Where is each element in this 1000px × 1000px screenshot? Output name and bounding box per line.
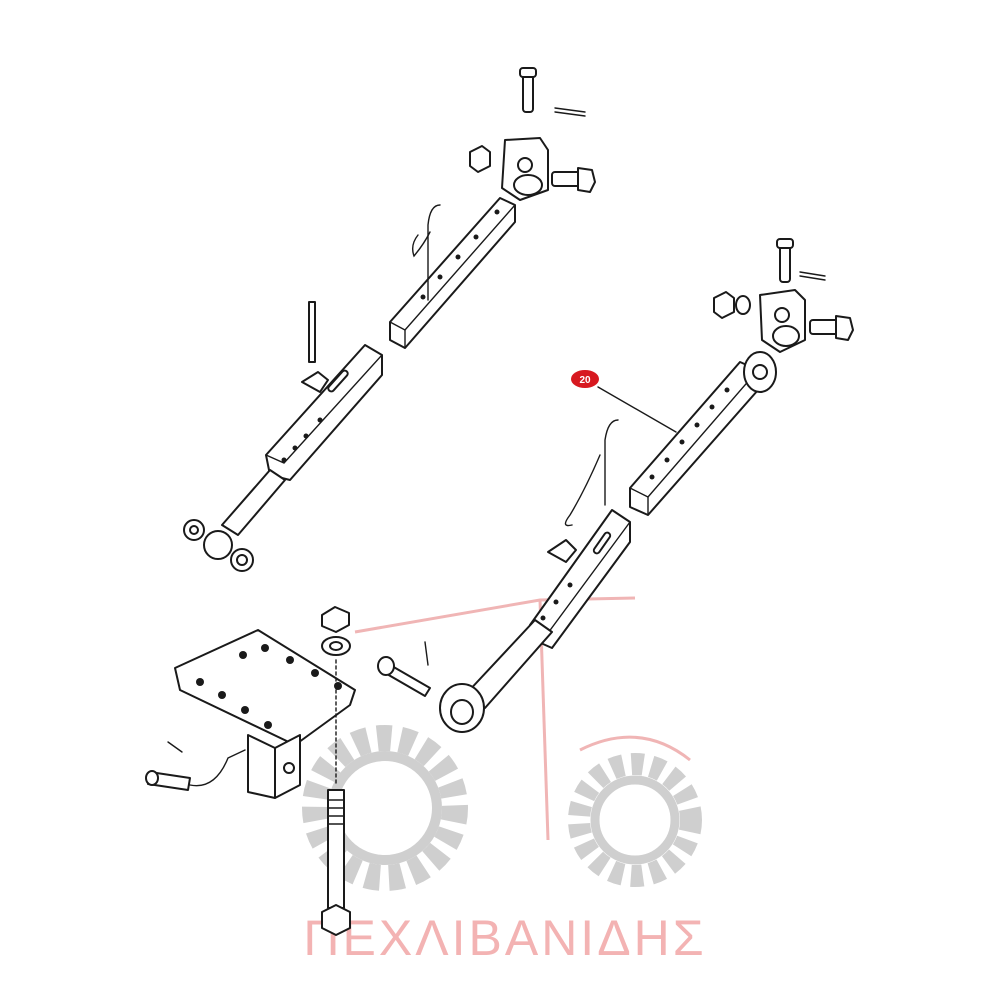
right-ball-end-hole — [450, 699, 474, 725]
plate-hole — [286, 656, 294, 664]
right-ball-joint-hole — [752, 364, 768, 380]
right-pin-chain — [564, 454, 601, 527]
right-bolt-shank — [809, 319, 839, 335]
right-washer — [735, 295, 751, 315]
plate-hole — [241, 706, 249, 714]
right-stabiliser-outer-tube — [629, 351, 777, 516]
mounting-plate-assembly — [145, 629, 356, 799]
tube-hole — [437, 274, 443, 280]
mounting-plate-edge — [179, 689, 296, 746]
top-washer-hole — [329, 641, 343, 651]
watermark-logo: ΠΕΧΛΙΒΑΝΙΔΗΣ — [302, 596, 706, 966]
tube-hole — [303, 433, 309, 439]
pedestal-hole — [283, 762, 295, 774]
watermark-large-wheel-rim — [328, 751, 442, 865]
tube-hole — [664, 457, 670, 463]
upper-inner-shaft — [221, 469, 286, 536]
upper-vertical-roll-pin — [308, 301, 316, 363]
tube-hole — [281, 457, 287, 463]
tube-hole — [709, 404, 715, 410]
tube-hole — [455, 254, 461, 260]
upper-stabiliser-outer-tube — [389, 197, 516, 349]
callout-20[interactable]: 20 — [571, 370, 677, 433]
callout-leader-line — [597, 386, 677, 433]
callout-label: 20 — [579, 375, 591, 386]
tube-hole — [292, 445, 298, 451]
tube-hole — [317, 417, 323, 423]
upper-slot — [327, 369, 349, 393]
right-split-pin — [799, 271, 826, 281]
upper-nut — [469, 145, 491, 173]
plate-hole — [239, 651, 247, 659]
upper-washer-left-hole — [189, 525, 199, 535]
watermark-text: ΠΕΧΛΙΒΑΝΙΔΗΣ — [303, 910, 706, 966]
upper-washer-right-hole — [236, 554, 248, 566]
tube-hole — [473, 234, 479, 240]
upper-pin-chain — [411, 231, 431, 258]
watermark-tractor-fender — [579, 735, 691, 762]
tube-hole — [553, 599, 559, 605]
pedestal-leader-line — [189, 749, 246, 787]
upper-bracket-hole — [517, 157, 533, 173]
plate-hole — [218, 691, 226, 699]
right-vertical-pin-head — [776, 238, 794, 249]
watermark-small-wheel-gear — [568, 753, 702, 887]
upper-bracket-bushing — [513, 174, 543, 196]
right-locking-pin — [604, 419, 619, 506]
callout-marker — [571, 370, 599, 388]
upper-bracket-assembly — [469, 67, 596, 201]
right-stabiliser-inner-arm — [377, 419, 631, 733]
tube-hole — [724, 387, 730, 393]
right-bracket-bushing — [772, 325, 800, 347]
plate-hole — [196, 678, 204, 686]
upper-vertical-pin-head — [519, 67, 537, 78]
right-nut — [713, 291, 735, 319]
tube-hole — [679, 439, 685, 445]
tube-hole — [694, 422, 700, 428]
watermark-large-wheel-gear — [302, 725, 468, 891]
plate-pedestal-front — [247, 734, 276, 799]
plate-hole — [261, 644, 269, 652]
tube-hole — [567, 582, 573, 588]
upper-stabiliser-inner-arm — [183, 301, 383, 572]
right-outer-tube-body — [629, 361, 759, 516]
plate-hole — [334, 682, 342, 690]
upper-split-pin — [554, 107, 586, 117]
watermark-small-wheel-rim — [590, 775, 680, 865]
right-bracket-hole — [774, 307, 790, 323]
tube-hole — [420, 294, 426, 300]
right-lug — [547, 539, 577, 563]
long-bolt-head — [321, 904, 351, 936]
watermark-tractor-roof — [354, 596, 636, 634]
pedestal-pin-head — [145, 770, 159, 786]
upper-bolt-shank — [551, 171, 581, 187]
plate-hole — [264, 721, 272, 729]
tube-hole — [649, 474, 655, 480]
right-mount-bolt-head — [377, 656, 395, 676]
right-bracket-assembly — [713, 238, 854, 353]
pedestal-split-pin — [167, 741, 183, 753]
upper-bolt-head — [577, 167, 596, 193]
top-nut — [321, 606, 350, 633]
tube-hole — [540, 615, 546, 621]
right-bolt-head — [835, 315, 854, 341]
plate-hole — [311, 669, 319, 677]
tube-hole — [494, 209, 500, 215]
right-slot — [592, 531, 612, 555]
vertical-bolt-assembly — [321, 606, 351, 936]
upper-fork-eye — [203, 530, 233, 560]
long-bolt-thread — [327, 799, 345, 825]
right-mount-split-pin — [424, 641, 429, 666]
upper-inner-arm-edge — [265, 354, 383, 464]
upper-lug — [301, 371, 329, 393]
upper-locking-pin — [427, 204, 441, 301]
